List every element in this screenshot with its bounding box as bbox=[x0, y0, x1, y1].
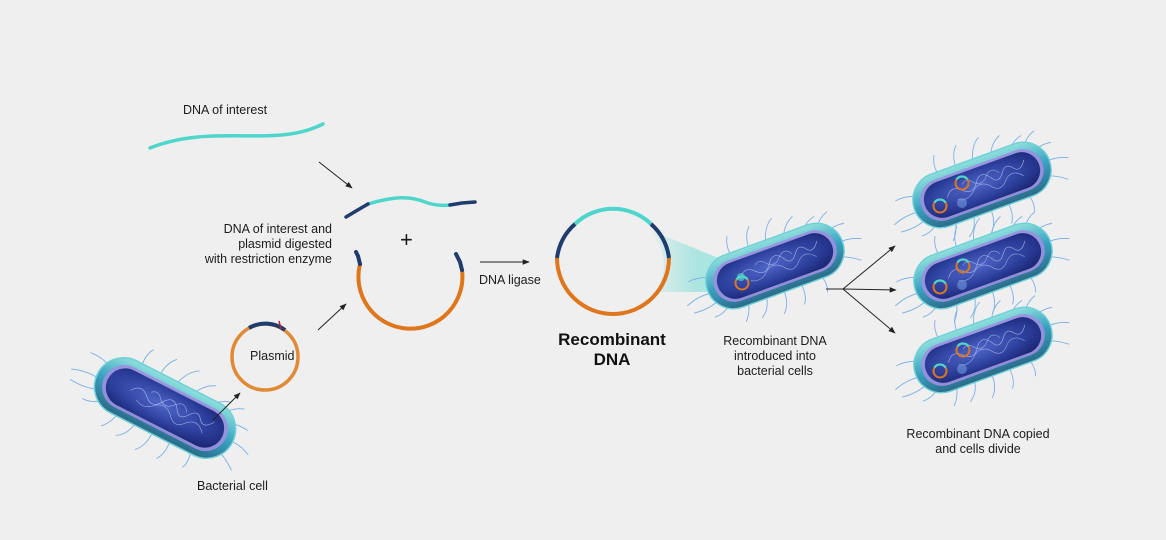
label-dna-of-interest: DNA of interest bbox=[183, 103, 268, 117]
bacterium-icon bbox=[51, 318, 273, 497]
arrow-icon bbox=[212, 392, 241, 421]
plasmid-ring-icon bbox=[734, 273, 750, 291]
label-plasmid: Plasmid bbox=[250, 349, 295, 363]
label-copied: Recombinant DNA copied and cells divide bbox=[906, 427, 1050, 456]
bacterium-icon bbox=[876, 275, 1085, 429]
plasmid-ring-icon bbox=[230, 320, 300, 392]
plasmid-ring-icon bbox=[932, 175, 970, 214]
label-digested: DNA of interest and plasmid digested wit… bbox=[204, 222, 332, 266]
label-introduced: Recombinant DNA introduced into bacteria… bbox=[723, 334, 827, 378]
arrow-icon bbox=[317, 303, 347, 331]
division-arrows bbox=[826, 245, 897, 334]
recombinant-dna-ring bbox=[555, 206, 671, 316]
label-dna-ligase: DNA ligase bbox=[479, 273, 541, 287]
cut-plasmid bbox=[354, 250, 465, 331]
digested-dna-fragment bbox=[344, 196, 477, 219]
label-recombinant-dna: Recombinant DNA bbox=[558, 330, 666, 369]
label-bacterial-cell: Bacterial cell bbox=[197, 479, 268, 493]
plus-sign: + bbox=[400, 227, 413, 252]
dna-of-interest-strand bbox=[148, 122, 325, 150]
plasmid-ring-icon bbox=[932, 258, 971, 295]
arrow-icon bbox=[318, 161, 353, 189]
plasmid-ring-icon bbox=[932, 342, 971, 379]
